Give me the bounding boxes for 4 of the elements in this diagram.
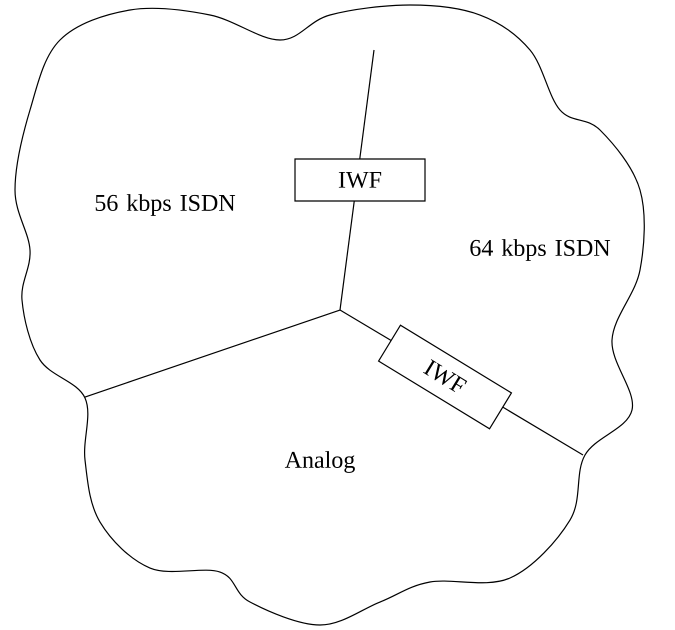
network-label: 64 kbps ISDN xyxy=(470,239,610,261)
iwf-box: IWF xyxy=(294,158,426,202)
network-label: 56 kbps ISDN xyxy=(96,194,236,216)
network-label: Analog xyxy=(284,451,355,473)
